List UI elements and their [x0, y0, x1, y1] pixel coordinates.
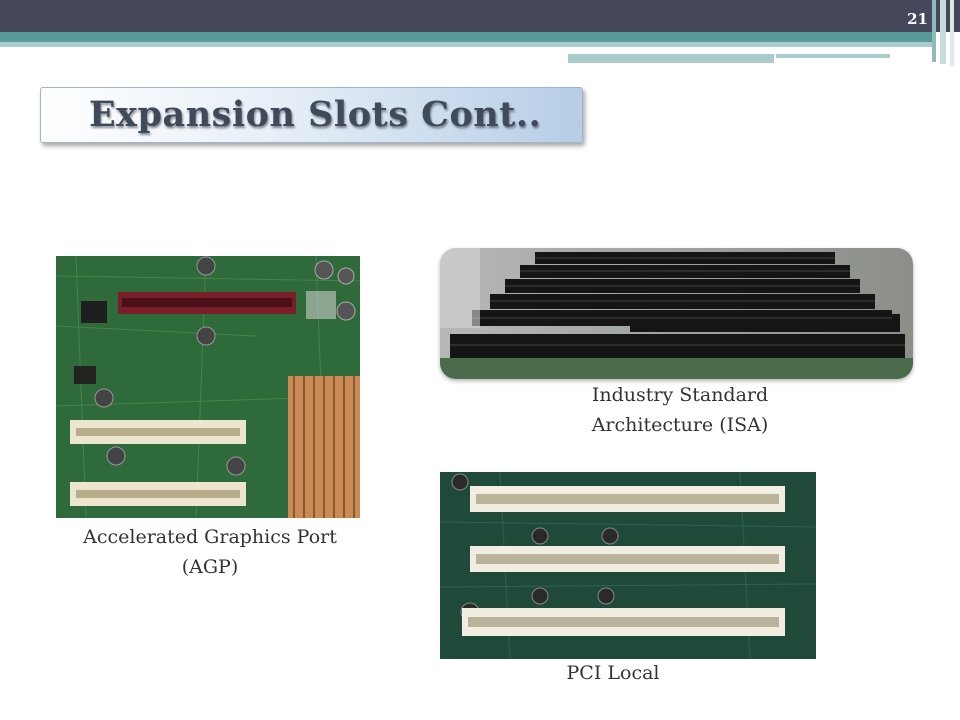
header-light-strip: [568, 54, 774, 63]
header-band: [0, 0, 960, 32]
isa-photo: [440, 248, 913, 379]
isa-caption-line: Industry Standard: [591, 384, 769, 406]
isa-caption-line: Architecture (ISA): [591, 414, 769, 436]
header-vertical-bar: [932, 0, 936, 62]
pci-photo: [440, 472, 816, 659]
slide-title: Expansion Slots Cont..: [89, 94, 542, 135]
agp-photo: [56, 256, 360, 518]
header-vertical-bar: [940, 0, 946, 64]
header-vertical-bar: [950, 0, 954, 66]
header-light-strip-short: [776, 54, 890, 58]
agp-caption-line: (AGP): [181, 556, 239, 578]
agp-caption-line: Accelerated Graphics Port: [83, 526, 337, 548]
header-accent-band: [0, 32, 935, 42]
slide-number: 21: [907, 10, 928, 28]
pci-caption: PCI Local: [566, 662, 660, 684]
title-box: Expansion Slots Cont..: [40, 87, 583, 143]
agp-caption: Accelerated Graphics Port (AGP): [40, 522, 380, 582]
header-light-band: [0, 42, 935, 47]
isa-caption: Industry Standard Architecture (ISA): [520, 380, 840, 440]
